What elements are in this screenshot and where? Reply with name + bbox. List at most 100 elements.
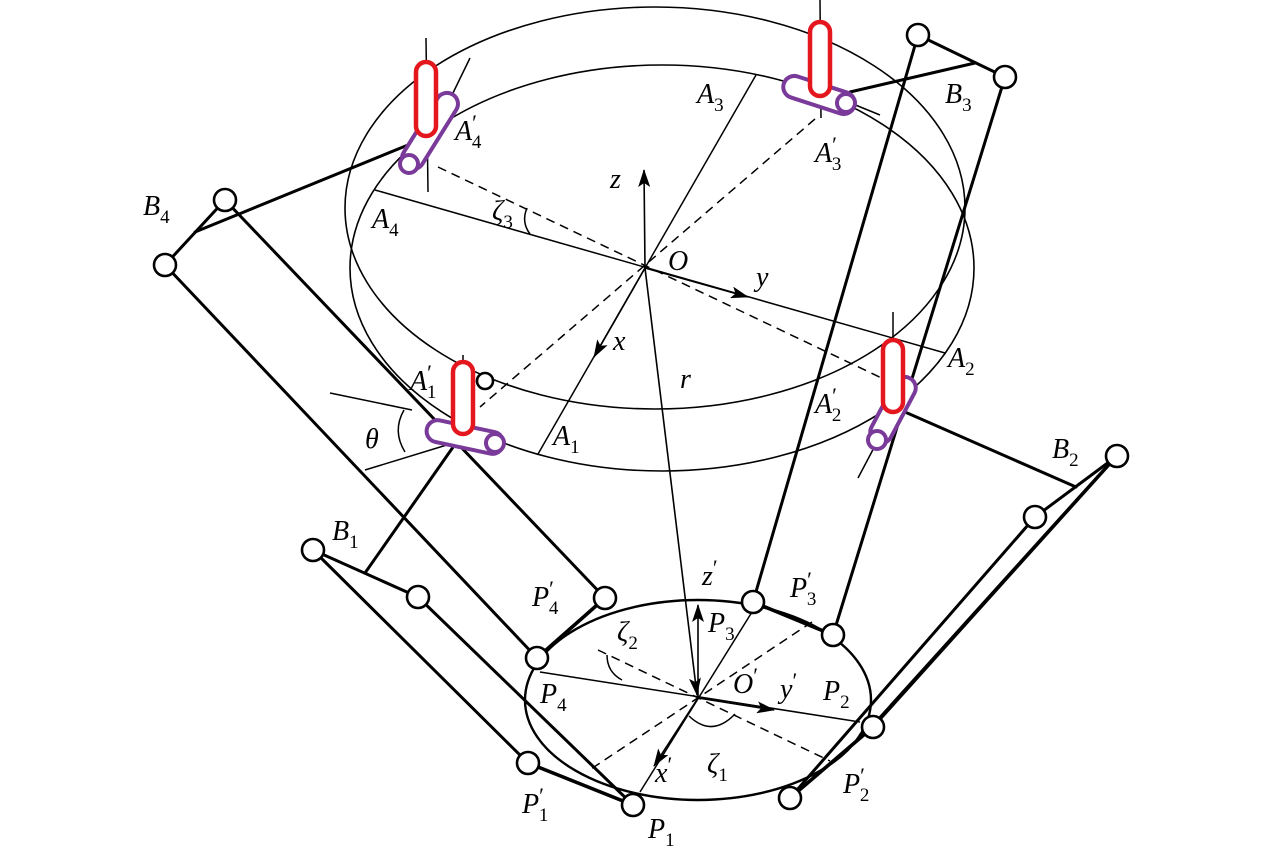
label-b1-sub: 1 — [349, 532, 359, 553]
label-p3-prime: P′3 — [789, 567, 816, 610]
label-a4-prime-sub: 4 — [472, 132, 482, 153]
label-zeta1-base: ζ — [707, 749, 720, 780]
joint-circle-b1b — [405, 584, 431, 610]
label-a2-prime: A′2 — [813, 383, 841, 426]
label-a2-sub: 2 — [965, 359, 975, 380]
label-a1-prime-base: A — [408, 366, 428, 397]
label-p1: P1 — [647, 814, 675, 851]
actuators — [413, 19, 906, 437]
label-p4-prime: P′4 — [531, 576, 559, 619]
label-p4-prime-sub: 4 — [549, 598, 559, 619]
base-lower-rim — [349, 64, 975, 472]
leg3-arm — [848, 61, 977, 94]
joint-circle-p2 — [860, 714, 886, 740]
leg4-rod-outer — [223, 198, 607, 600]
theta-upper-ray — [329, 392, 413, 411]
label-y-prime-mark: ′ — [792, 668, 797, 693]
label-p4-prime-mark: ′ — [549, 576, 554, 601]
angle-arc-zeta3 — [523, 207, 531, 235]
label-p1-prime-sub: 1 — [539, 805, 549, 826]
leg-3 — [751, 33, 1007, 637]
label-a3-base: A — [695, 79, 715, 110]
dashed-line-p4p-p2p — [597, 649, 831, 762]
line-a3-a1 — [537, 74, 757, 455]
label-a4-prime: A′4 — [453, 110, 482, 153]
joint-axis-a4p — [451, 57, 471, 96]
label-o-prime-mark: ′ — [753, 663, 758, 688]
label-a3-prime-sub: 3 — [832, 154, 842, 175]
leg3-crossbar — [916, 33, 1007, 79]
label-p1-prime-mark: ′ — [539, 783, 544, 808]
label-y-prime: y′ — [777, 668, 797, 705]
leg3-rod-inner — [831, 75, 1007, 637]
label-p3-prime-base: P — [789, 573, 807, 604]
label-p2-prime-base: P — [842, 769, 860, 800]
label-x-prime: x′ — [654, 752, 672, 789]
x-prime-axis-arrow — [653, 697, 699, 767]
label-a1-prime-mark: ′ — [427, 360, 432, 385]
theta-lower-ray — [364, 443, 451, 471]
joint-circle-p1p — [515, 750, 541, 776]
label-zeta3-base: ζ — [492, 196, 505, 227]
joint-circle-b3b — [992, 64, 1018, 90]
angle-arc-zeta1 — [688, 713, 736, 728]
label-z-prime: z′ — [701, 555, 718, 592]
label-a1: A1 — [551, 421, 580, 458]
label-x-prime-base: x — [654, 758, 668, 789]
label-p1-base: P — [647, 814, 665, 845]
leg3-rod-outer — [751, 33, 920, 604]
label-b2-sub: 2 — [1069, 450, 1079, 471]
label-zeta1-sub: 1 — [718, 765, 728, 786]
label-x-prime-mark: ′ — [667, 752, 672, 777]
label-a2-prime-base: A — [813, 389, 833, 420]
label-y: y — [753, 262, 769, 293]
joint-circle-b2a — [1104, 443, 1130, 469]
joint-circle-b4a — [212, 187, 238, 213]
label-b4-sub: 4 — [160, 207, 170, 228]
label-p1-prime: P′1 — [521, 783, 548, 826]
label-b4-base: B — [143, 191, 160, 222]
label-b4: B4 — [143, 191, 170, 228]
joint-circle-p4p — [592, 585, 618, 611]
joint-circle-p4 — [524, 645, 550, 671]
link-p2-p2p — [788, 725, 875, 800]
z-axis-arrow — [638, 169, 651, 269]
label-zeta1: ζ1 — [707, 749, 728, 786]
label-origin-o: O — [668, 246, 688, 277]
label-o-prime: O′ — [733, 663, 758, 700]
leg-1 — [311, 438, 635, 807]
joint-circle-p3p — [820, 622, 846, 648]
label-a4-prime-base: A — [453, 116, 473, 147]
label-zeta2-sub: 2 — [628, 633, 638, 654]
label-theta: θ — [365, 424, 379, 455]
label-p1-prime-base: P — [521, 789, 539, 820]
joint-axis-a3p — [852, 103, 881, 116]
link-p3-p3p — [751, 600, 835, 637]
label-r: r — [680, 364, 691, 395]
leg-4 — [163, 143, 607, 660]
moving-platform — [523, 596, 875, 807]
label-zeta2-base: ζ — [617, 617, 630, 648]
base-frame — [374, 74, 946, 696]
label-a1-base: A — [551, 421, 571, 452]
label-p1-sub: 1 — [665, 830, 675, 851]
label-b2: B2 — [1052, 434, 1079, 471]
label-z-prime-mark: ′ — [713, 555, 718, 580]
label-p4-prime-base: P — [531, 582, 549, 613]
label-b1: B1 — [332, 516, 359, 553]
label-p4-base: P — [539, 679, 557, 710]
label-o-prime-base: O — [733, 669, 753, 700]
y-axis-arrow — [644, 267, 749, 299]
label-b1-base: B — [332, 516, 349, 547]
label-p4-sub: 4 — [557, 695, 567, 716]
labels: A3 B3 A′4 A′3 z ζ3 B4 A4 O y x A′1 r A2 … — [143, 79, 1079, 851]
link-p4-p4p — [535, 596, 607, 660]
label-a4-base: A — [370, 204, 390, 235]
label-a4-sub: 4 — [389, 220, 399, 241]
leg2-rod-inner — [788, 515, 1037, 800]
label-zeta2: ζ2 — [617, 617, 638, 654]
label-p3-prime-mark: ′ — [807, 567, 812, 592]
label-a2: A2 — [946, 343, 975, 380]
leg-2 — [788, 410, 1119, 800]
